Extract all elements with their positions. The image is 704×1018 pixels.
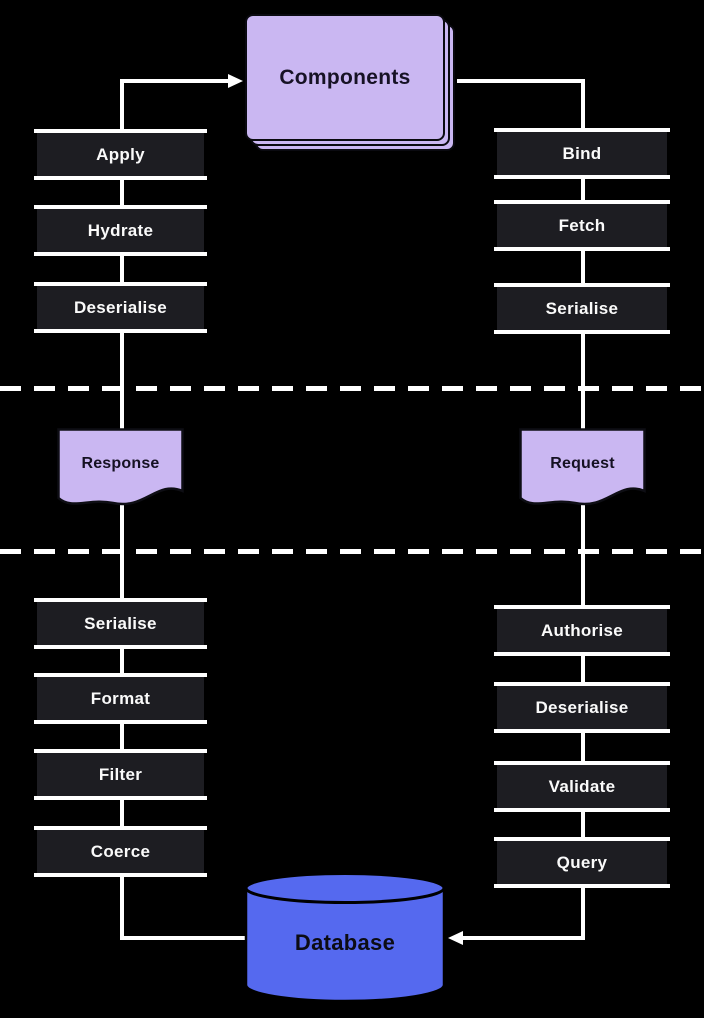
- step-label-validate: Validate: [548, 776, 616, 796]
- flow-line-right: [581, 79, 585, 940]
- dashed-separator-top: [0, 386, 704, 391]
- step-box-deserialise-client: Deserialise: [34, 282, 207, 333]
- step-box-fetch: Fetch: [494, 200, 670, 251]
- document-shape-icon: [57, 428, 184, 506]
- components-node: Components: [245, 14, 457, 153]
- step-label-coerce: Coerce: [90, 841, 151, 861]
- flow-line-bottom-left: [120, 936, 246, 940]
- arrowhead-into-database-icon: [448, 931, 463, 945]
- step-box-authorise: Authorise: [494, 605, 670, 656]
- arrowhead-into-components-icon: [228, 74, 243, 88]
- step-label-query: Query: [556, 852, 608, 872]
- step-label-format: Format: [90, 688, 151, 708]
- step-box-apply: Apply: [34, 129, 207, 180]
- response-label: Response: [81, 455, 160, 472]
- step-label-fetch: Fetch: [558, 215, 606, 235]
- document-shape-icon: [519, 428, 646, 506]
- step-label-hydrate: Hydrate: [87, 220, 154, 240]
- step-box-format: Format: [34, 673, 207, 724]
- step-box-serialise-server: Serialise: [34, 598, 207, 649]
- step-label-deserialise-client: Deserialise: [73, 297, 168, 317]
- step-label-apply: Apply: [96, 144, 145, 164]
- step-box-serialise-client: Serialise: [494, 283, 670, 334]
- step-label-serialise-client: Serialise: [545, 298, 619, 318]
- step-label-bind: Bind: [562, 143, 602, 163]
- flow-line-bottom-right: [461, 936, 585, 940]
- database-cylinder: Database: [244, 871, 446, 1003]
- step-box-query: Query: [494, 837, 670, 888]
- flow-line-left: [120, 79, 124, 940]
- components-card: Components: [245, 14, 445, 141]
- step-box-coerce: Coerce: [34, 826, 207, 877]
- flow-line-top-right: [457, 79, 585, 83]
- step-label-filter: Filter: [98, 764, 143, 784]
- cylinder-shape-icon: [244, 872, 446, 1003]
- step-box-filter: Filter: [34, 749, 207, 800]
- step-box-validate: Validate: [494, 761, 670, 812]
- step-box-hydrate: Hydrate: [34, 205, 207, 256]
- step-label-deserialise-server: Deserialise: [535, 697, 629, 717]
- dashed-separator-bottom: [0, 549, 704, 554]
- step-label-authorise: Authorise: [540, 620, 624, 640]
- request-label: Request: [550, 455, 615, 472]
- database-label: Database: [294, 930, 396, 955]
- flow-line-top-left: [120, 79, 230, 83]
- request-doc: Request: [519, 428, 646, 512]
- response-doc: Response: [57, 428, 184, 512]
- step-box-bind: Bind: [494, 128, 670, 179]
- components-label: Components: [279, 65, 411, 89]
- step-label-serialise-server: Serialise: [84, 613, 157, 633]
- step-box-deserialise-server: Deserialise: [494, 682, 670, 733]
